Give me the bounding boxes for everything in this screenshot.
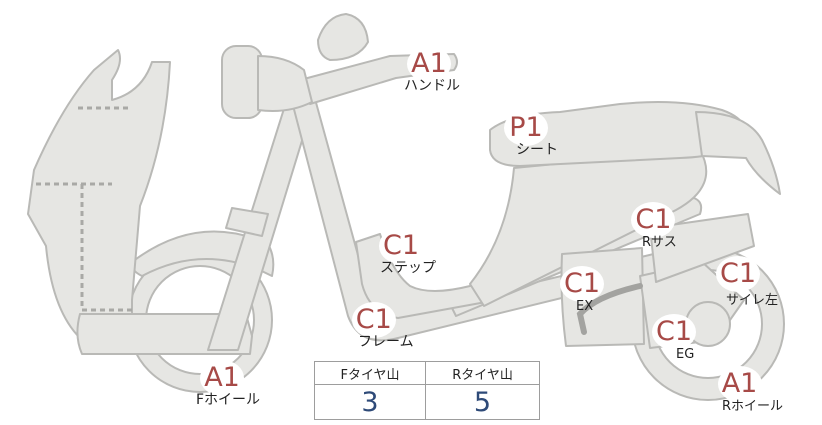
rear-suspension-shape bbox=[649, 213, 755, 283]
grade-badge: A1 bbox=[407, 46, 451, 82]
grade-badge: A1 bbox=[717, 366, 762, 402]
grade-badge: C1 bbox=[351, 302, 396, 338]
part-tag-rear-suspension: C1 Rサス bbox=[630, 202, 677, 251]
part-tag-front-wheel: A1 Fホイール bbox=[184, 360, 260, 409]
grade-badge: C1 bbox=[716, 256, 760, 292]
part-label: ハンドル bbox=[404, 78, 460, 94]
part-tag-silencer-left: C1 サイレ左 bbox=[698, 256, 778, 309]
part-label: Fホイール bbox=[196, 392, 261, 408]
headlight-cover-shape bbox=[257, 55, 313, 112]
part-tag-rear-wheel: A1 Rホイール bbox=[696, 366, 783, 415]
grade-badge: A1 bbox=[200, 360, 245, 396]
part-tag-step: C1 ステップ bbox=[366, 228, 436, 277]
front-tread-header: Fタイヤ山 bbox=[313, 361, 427, 385]
part-label: ステップ bbox=[380, 260, 436, 276]
grade-badge: C1 bbox=[631, 202, 676, 238]
rear-tread-value: 5 bbox=[425, 384, 540, 420]
rear-cowl-shape bbox=[695, 111, 781, 195]
rear-tread-header: Rタイヤ山 bbox=[425, 361, 540, 385]
mirror-shape bbox=[317, 13, 369, 61]
grade-badge: P1 bbox=[504, 110, 548, 146]
part-label: サイレ左 bbox=[726, 293, 779, 308]
part-label: EX bbox=[576, 299, 594, 314]
headlight-shape bbox=[221, 45, 263, 119]
part-tag-handle: A1 ハンドル bbox=[398, 46, 460, 95]
part-label: Rホイール bbox=[722, 399, 784, 414]
front-tread-value: 3 bbox=[313, 384, 427, 420]
tire-tread-table: Fタイヤ山 Rタイヤ山 3 5 bbox=[313, 361, 540, 420]
part-tag-engine: C1 EG bbox=[652, 314, 696, 363]
floorboard-shape bbox=[76, 313, 253, 355]
part-label: シート bbox=[516, 142, 558, 158]
part-tag-seat: P1 シート bbox=[494, 110, 558, 159]
part-tag-exhaust: C1 EX bbox=[560, 266, 604, 315]
grade-badge: C1 bbox=[652, 314, 696, 350]
part-tag-frame: C1 フレーム bbox=[334, 302, 414, 351]
part-label: Rサス bbox=[642, 235, 677, 250]
front-fender-shape bbox=[130, 230, 275, 277]
part-label: フレーム bbox=[358, 334, 414, 350]
grade-badge: C1 bbox=[560, 266, 604, 302]
part-label: EG bbox=[676, 347, 695, 362]
leg-shield-shape bbox=[27, 49, 171, 339]
front-fork-shape bbox=[225, 207, 269, 237]
exhaust-pipe-shape bbox=[576, 283, 643, 335]
grade-badge: C1 bbox=[379, 228, 423, 264]
